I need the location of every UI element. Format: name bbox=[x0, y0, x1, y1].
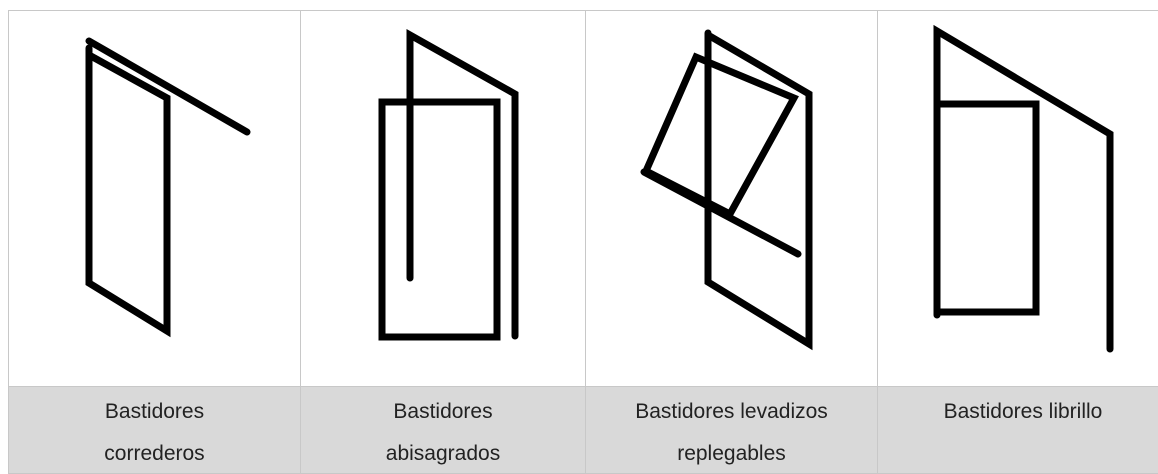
diagram-label: Bastidores librillo bbox=[893, 391, 1153, 433]
diagram-cell-librillo bbox=[878, 11, 1158, 387]
diagram-cell-levadizos bbox=[586, 11, 878, 387]
label-line-1: Bastidores bbox=[393, 400, 493, 423]
label-cell-librillo: Bastidores librillo bbox=[878, 387, 1158, 474]
open-sash-outline bbox=[406, 29, 519, 340]
tilted-sash-outline bbox=[641, 52, 799, 219]
label-cell-correderos: Bastidores correderos bbox=[9, 387, 301, 474]
diagram-cell-abisagrados bbox=[301, 11, 586, 387]
sash-outline bbox=[85, 44, 171, 338]
window-types-table: Bastidores correderos Bastidores abisagrad… bbox=[8, 10, 1158, 474]
sliding-sash-diagram bbox=[85, 37, 251, 338]
label-line-2: correderos bbox=[104, 442, 205, 465]
label-cell-abisagrados: Bastidores abisagrados bbox=[301, 387, 586, 474]
hinged-sash-diagram bbox=[378, 29, 519, 341]
sash-bottom-rail bbox=[640, 168, 802, 258]
frame-rect bbox=[933, 100, 1040, 316]
label-line-2: replegables bbox=[677, 442, 786, 465]
label-line-1: Bastidores librillo bbox=[943, 400, 1103, 423]
diagram-label: Bastidores levadizos replegables bbox=[602, 391, 862, 473]
diagram-label: Bastidores abisagrados bbox=[313, 391, 573, 473]
label-cell-levadizos: Bastidores levadizos replegables bbox=[586, 387, 878, 474]
diagram-cell-correderos bbox=[9, 11, 301, 387]
leaf-outline bbox=[933, 24, 1114, 353]
label-line-2: abisagrados bbox=[385, 442, 501, 465]
lift-sash-diagram bbox=[640, 29, 813, 351]
label-line-1: Bastidores levadizos bbox=[635, 400, 828, 423]
label-line-1: Bastidores bbox=[104, 400, 205, 423]
booklet-sash-diagram bbox=[933, 24, 1114, 353]
frame-top-line bbox=[85, 37, 251, 136]
frame-rect bbox=[378, 98, 501, 341]
diagram-label: Bastidores correderos bbox=[25, 391, 285, 473]
